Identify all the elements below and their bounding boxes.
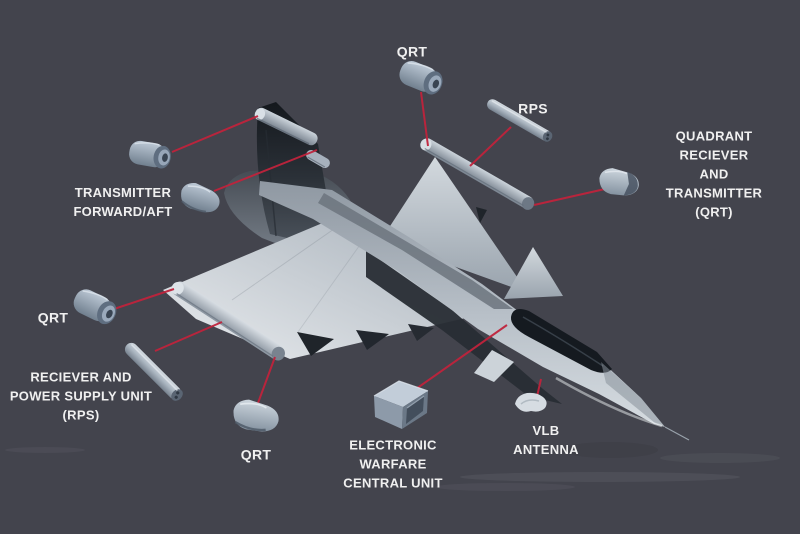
qrt-pod-right: [599, 168, 639, 196]
wingtip-rail-right: [420, 138, 535, 210]
leader-qrt-top: [420, 91, 429, 147]
left-canard: [474, 350, 514, 382]
fuselage: [259, 181, 665, 427]
intake-shadow: [366, 250, 562, 404]
right-canard: [504, 247, 563, 299]
label-quadrant-qrt: QUADRANT RECIEVER AND TRANSMITTER (QRT): [665, 128, 763, 220]
components: [73, 61, 639, 432]
elevon-gap: [476, 207, 487, 223]
leader-qrt-left: [110, 288, 175, 311]
label-rps-unit: RECIEVER AND POWER SUPPLY UNIT (RPS): [9, 369, 153, 423]
transmitter-pod-forward: [129, 140, 171, 169]
elevon-gap: [408, 324, 434, 341]
elevon-gap: [297, 332, 334, 356]
aircraft: [163, 102, 690, 441]
ew-central-unit-box: [373, 380, 429, 429]
wingtip-rail-left: [171, 281, 285, 361]
leader-lines: [110, 91, 606, 404]
label-qrt-bottom: QRT: [240, 446, 272, 463]
label-qrt-left: QRT: [37, 309, 69, 326]
spine-shadow: [318, 193, 513, 309]
vlb-antenna-blob: [515, 392, 547, 412]
nose-cone-shading: [601, 362, 665, 427]
leader-quadrant-qrt: [533, 188, 606, 206]
pitot-probe: [664, 426, 690, 441]
transmitter-pod-aft: [181, 183, 220, 213]
label-rps-top: RPS: [518, 100, 548, 117]
ground-shadows: [5, 442, 780, 491]
label-transmitter-fwd-aft: TRANSMITTER FORWARD/AFT: [73, 185, 173, 219]
rps-cylinder-top: [487, 99, 553, 142]
qrt-pod-bottom: [233, 399, 279, 432]
fin-aft-fairing: [306, 150, 330, 168]
leader-rps-left: [154, 321, 223, 352]
qrt-pod-top: [399, 61, 443, 95]
label-ew-central-unit: ELECTRONIC WARFARE CENTRAL UNIT: [343, 437, 443, 491]
qrt-pod-left: [73, 289, 117, 325]
leader-transmitter-fwd: [171, 115, 259, 153]
label-vlb-antenna: VLB ANTENNA: [513, 423, 579, 457]
fin-top-fairing: [254, 107, 318, 146]
rps-cylinder-left: [124, 342, 183, 401]
leader-transmitter-aft: [213, 149, 318, 192]
leader-rps-top: [469, 126, 512, 167]
elevon-gap: [356, 330, 389, 350]
label-qrt-top: QRT: [396, 43, 428, 60]
right-wing: [381, 157, 528, 293]
leader-qrt-bottom: [257, 356, 276, 404]
leader-ew-central-unit: [412, 324, 508, 392]
